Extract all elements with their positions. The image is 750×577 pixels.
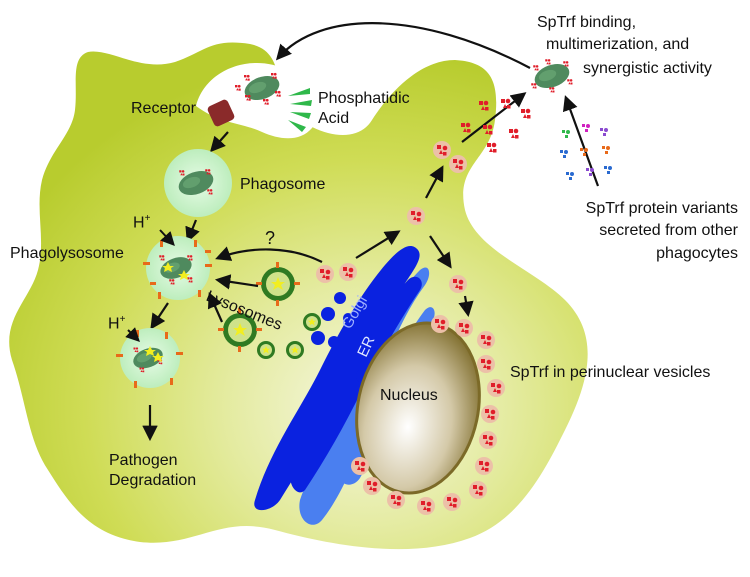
- phagosome-label: Phagosome: [240, 176, 326, 193]
- receptor-label: Receptor: [131, 100, 196, 117]
- phagolysosome-label: Phagolysosome: [10, 245, 124, 262]
- multimer-pathogen-icon: [531, 59, 573, 93]
- sptrf-binding-line-1: SpTrf binding,: [537, 14, 637, 31]
- question-arrow: [215, 246, 323, 263]
- nucleus-label: Nucleus: [380, 387, 438, 404]
- phosphatidic-acid-icon: [288, 88, 312, 132]
- arrow-to-phagolysosome-2: [150, 302, 169, 330]
- golgi-shape: [254, 245, 422, 511]
- phagosome: [164, 149, 232, 217]
- lysosome-arrow-2: [207, 292, 224, 323]
- arrow-vesicle-up: [355, 230, 401, 259]
- sptrf-binding-line-3: synergistic activity: [583, 60, 712, 77]
- phosphatidic-label: Phosphatidic: [318, 90, 410, 107]
- arrow-to-phagolysosome: [185, 219, 200, 243]
- question-label: ?: [265, 228, 276, 248]
- golgi-vesicles: [311, 292, 353, 348]
- lysosome-small-1: [303, 313, 321, 331]
- lysosome-2: [218, 308, 262, 352]
- arrow-vesicle-surface: [425, 165, 444, 199]
- lysosome-arrow-1: [214, 274, 259, 290]
- proton-label-2: H+: [108, 314, 126, 333]
- phagolysosome-2: [116, 328, 183, 388]
- variants-line-3: phagocytes: [656, 245, 738, 262]
- lysosome-small-3: [286, 341, 304, 359]
- arrow-vesicle-down-1: [429, 235, 452, 269]
- degradation-label: Degradation: [109, 472, 197, 489]
- sptrf-binding-line-2: multimerization, and: [546, 36, 690, 53]
- variant-sptrf: [560, 124, 612, 180]
- arrow-to-phagosome: [209, 131, 229, 153]
- proton-label-1: H+: [133, 213, 151, 232]
- lysosome-1: [256, 262, 300, 306]
- perinuclear-label: SpTrf in perinuclear vesicles: [510, 364, 711, 381]
- pathogen-label: Pathogen: [109, 452, 178, 469]
- phagolysosome-1: [143, 236, 212, 300]
- receptor-icon: [207, 99, 235, 127]
- variants-line-1: SpTrf protein variants: [585, 200, 738, 217]
- lysosome-small-2: [257, 341, 275, 359]
- acid-label: Acid: [318, 110, 350, 127]
- arrow-h-1: [159, 229, 175, 247]
- arrow-h-2: [125, 327, 140, 342]
- arrow-secrete: [461, 92, 527, 143]
- return-arrow: [275, 22, 531, 69]
- variants-line-2: secreted from other: [599, 222, 738, 239]
- arrow-vesicle-down-2: [458, 295, 474, 318]
